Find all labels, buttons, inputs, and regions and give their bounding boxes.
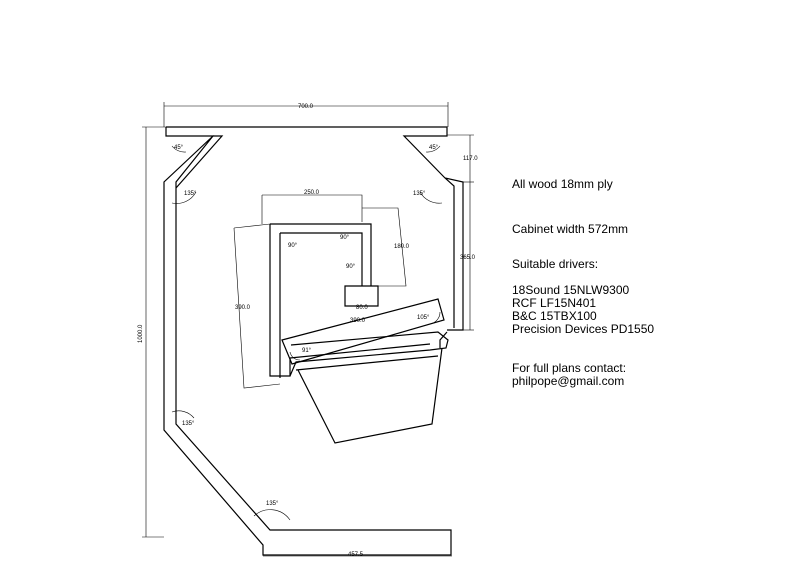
angle-arc bbox=[429, 311, 441, 325]
dim-inner-right: 180.0 bbox=[394, 244, 410, 250]
top-block-outline bbox=[261, 194, 407, 287]
contact-email[interactable]: philpope@gmail.com bbox=[512, 374, 625, 388]
contact-heading: For full plans contact: bbox=[512, 361, 627, 375]
dim-inner-top: 250.0 bbox=[304, 190, 320, 196]
driver-item: 18Sound 15NLW9300 bbox=[512, 283, 630, 297]
left-block-outline bbox=[233, 223, 281, 389]
dim-inner-left: 390.0 bbox=[235, 305, 251, 311]
angle-arc bbox=[171, 191, 197, 204]
dim-bottom-width: 457.5 bbox=[348, 552, 364, 558]
angle-arc bbox=[171, 145, 187, 153]
angle-label: 90° bbox=[346, 264, 356, 270]
dim-top-width: 700.0 bbox=[298, 104, 314, 110]
drivers-heading: Suitable drivers: bbox=[512, 257, 599, 271]
driver-item: RCF LF15N401 bbox=[512, 296, 597, 310]
cabinet-inner-wall-left bbox=[175, 135, 224, 189]
angle-arc bbox=[425, 145, 441, 153]
angle-arc bbox=[419, 191, 443, 204]
angle-arc bbox=[289, 351, 301, 361]
angle-label: 45° bbox=[429, 145, 439, 151]
dim-top-right-drop: 117.0 bbox=[463, 156, 478, 162]
angle-label: 135° bbox=[266, 501, 279, 507]
material-note: All wood 18mm ply bbox=[512, 177, 613, 191]
dim-right-side: 365.0 bbox=[460, 255, 476, 261]
notes-panel: All wood 18mm ply Cabinet width 572mm Su… bbox=[512, 178, 654, 388]
dim-inner-bottom: 390.0 bbox=[350, 318, 366, 324]
angle-label: 45° bbox=[174, 145, 184, 151]
cabinet-outer-wall bbox=[163, 126, 464, 556]
angle-label: 91° bbox=[302, 348, 312, 354]
cabinet-width-note: Cabinet width 572mm bbox=[512, 222, 629, 236]
angle-label: 105° bbox=[417, 315, 430, 321]
angle-label: 135° bbox=[184, 191, 197, 197]
dim-port: 80.0 bbox=[356, 305, 368, 311]
angle-label: 135° bbox=[182, 421, 195, 427]
driver-item: B&C 15TBX100 bbox=[512, 309, 597, 323]
angle-label: 135° bbox=[413, 191, 426, 197]
horn-mouth bbox=[297, 347, 443, 444]
inner-box bbox=[269, 223, 449, 378]
angle-arc bbox=[171, 410, 195, 419]
angle-label: 90° bbox=[288, 243, 298, 249]
driver-item: Precision Devices PD1550 bbox=[512, 322, 655, 336]
angle-arc bbox=[253, 509, 291, 521]
dim-height: 1000.0 bbox=[138, 324, 144, 343]
baffle-panel bbox=[281, 298, 445, 365]
angle-label: 90° bbox=[340, 235, 350, 241]
